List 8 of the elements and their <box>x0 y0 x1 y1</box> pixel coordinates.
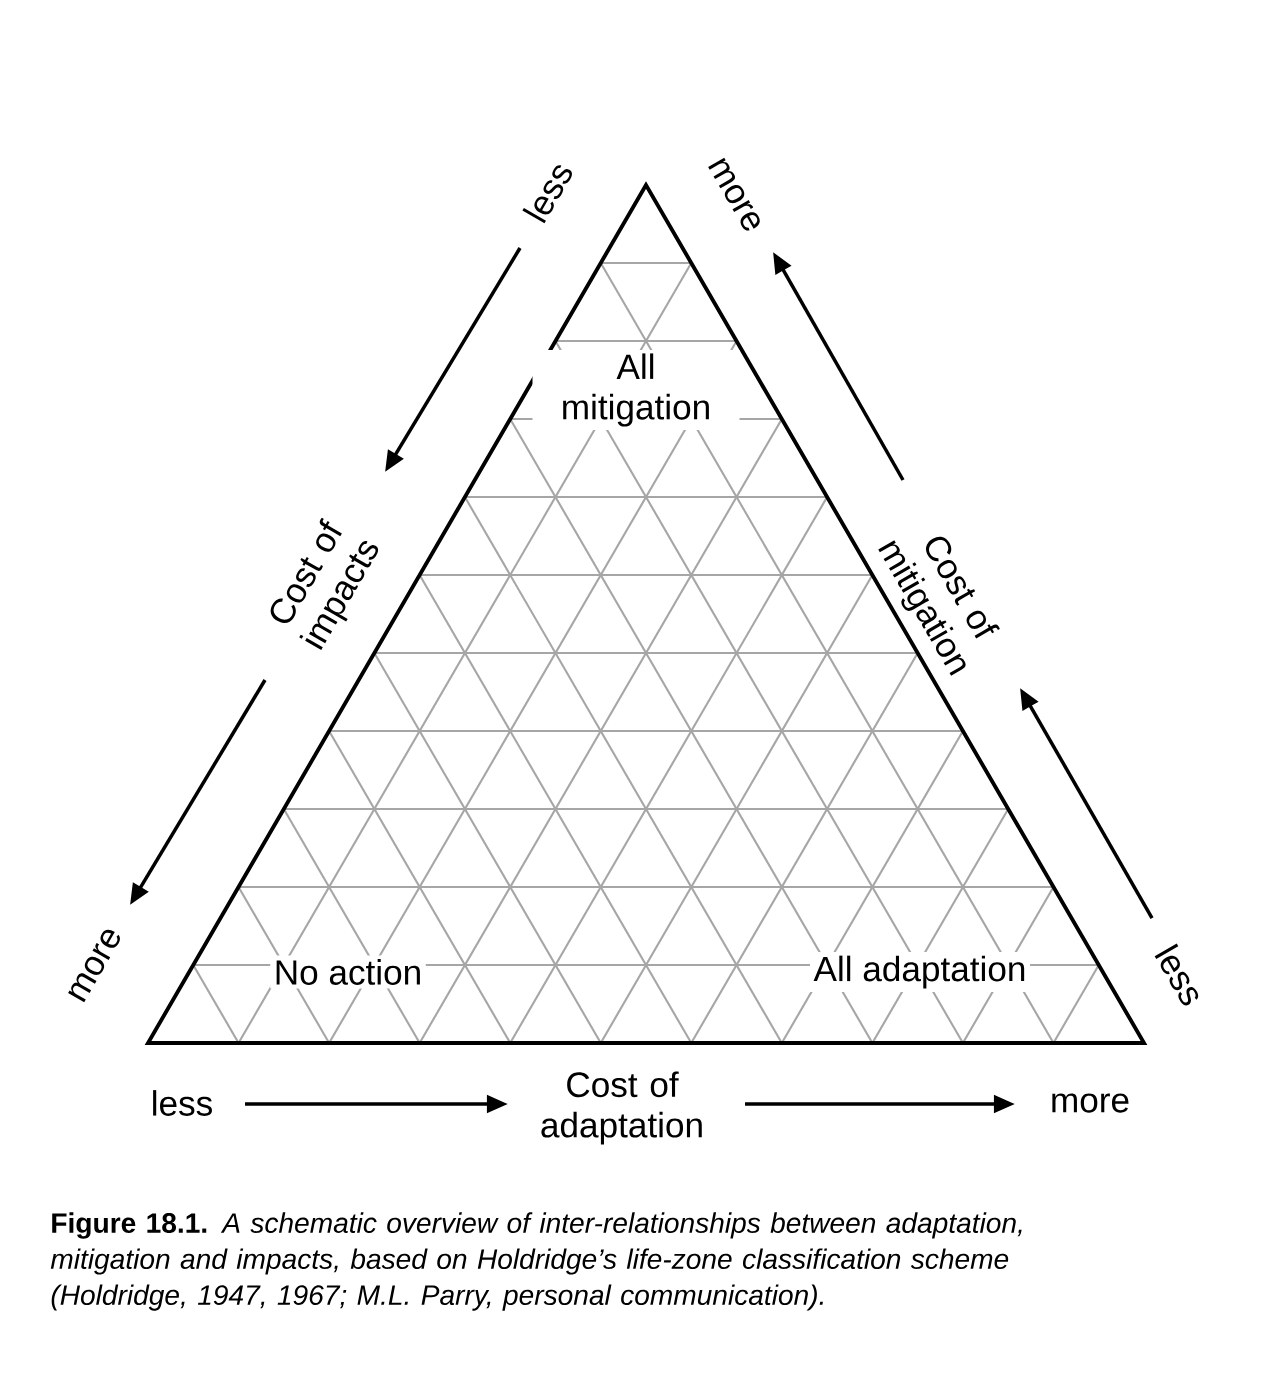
axis-end-label: less <box>153 1090 212 1116</box>
region-label: All adaptation <box>810 952 1030 992</box>
region-label: All mitigation <box>532 349 740 431</box>
axis-end-label: less <box>522 165 572 224</box>
region-label: No action <box>270 955 426 989</box>
figure-caption: Figure 18.1. A schematic overview of inter-relationships between adaptation, mitigation and impacts, based on Holdridge’s life-zone classification scheme (Holdridge, 1947, 1967; M.L. Parry, personal communication). <box>50 1212 1022 1311</box>
axis-title: Cost of adaptation <box>541 1071 702 1145</box>
axis-end-label: more <box>1052 1093 1129 1113</box>
